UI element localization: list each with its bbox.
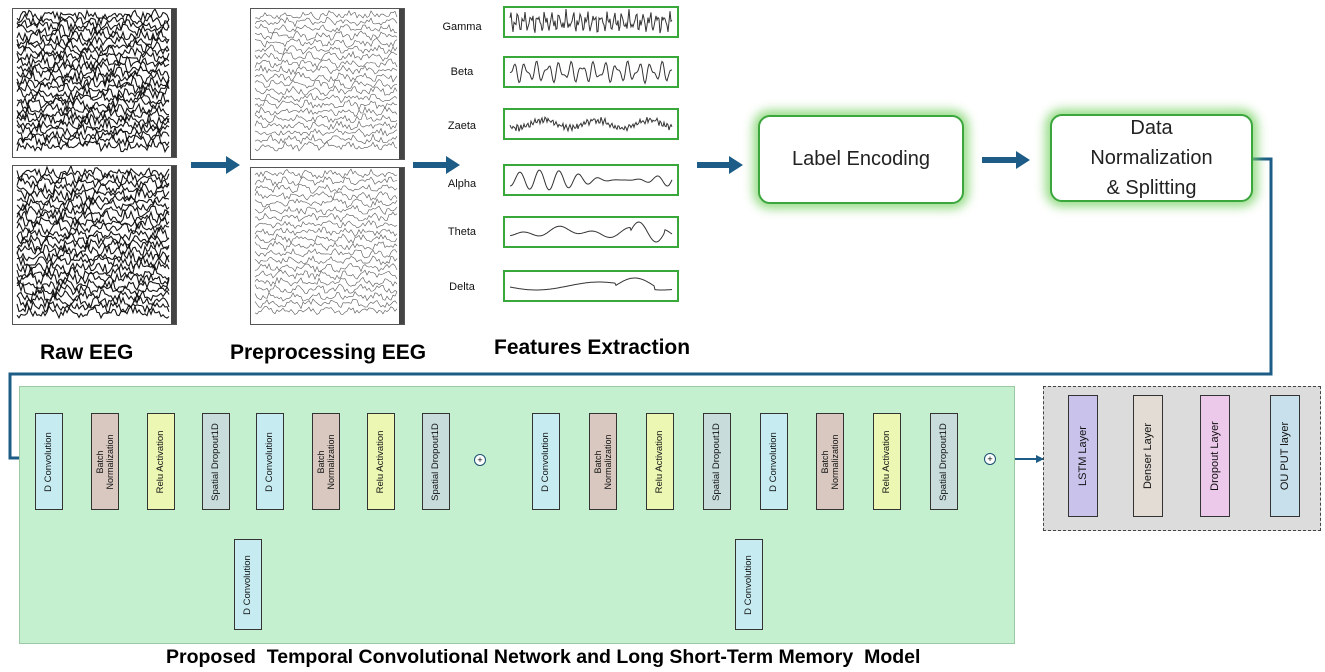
data-normalization-text-2: Normalization — [1090, 147, 1213, 169]
wave-zaeta — [503, 108, 679, 140]
tcn-panel — [19, 386, 1015, 644]
tcn1-residual-conv: D Convolution — [234, 539, 262, 630]
band-label-delta: Delta — [449, 281, 475, 293]
features-extraction-caption: Features Extraction — [494, 336, 691, 359]
lstm-layer-block: LSTM Layer — [1068, 395, 1098, 517]
wave-gamma — [503, 6, 679, 38]
tcn2-sum-node: + — [984, 453, 996, 465]
tcn1-sum-node: + — [474, 454, 486, 466]
data-normalization-text-1: Data — [1130, 117, 1173, 139]
label-encoding-text: Label Encoding — [792, 148, 930, 170]
tcn1-relu-1: Relu Activation — [147, 413, 175, 510]
tcn2-relu-2: Relu Activation — [873, 413, 901, 510]
band-label-zaeta: Zaeta — [447, 120, 477, 132]
wave-alpha — [503, 164, 679, 196]
band-label-beta: Beta — [450, 66, 474, 78]
arrow-raw-to-preproc — [191, 156, 240, 174]
preproc-eeg-bottom-panel — [250, 167, 405, 325]
label-encoding-box: Label Encoding — [758, 115, 964, 204]
tcn2-residual-conv: D Convolution — [735, 539, 763, 630]
tcn2-conv-1: D Convolution — [532, 413, 560, 510]
tcn1-relu-2: Relu Activation — [367, 413, 395, 510]
model-caption: Proposed Temporal Convolutional Network … — [166, 646, 921, 668]
data-normalization-box: Data Normalization & Splitting — [1050, 114, 1253, 202]
raw-eeg-caption: Raw EEG — [40, 341, 134, 364]
arrow-label-to-normalization — [982, 151, 1030, 169]
band-label-theta: Theta — [447, 226, 477, 238]
tcn1-dropout-2: Spatial Dropout1D — [422, 413, 450, 510]
denser-layer-block: Denser Layer — [1133, 395, 1163, 517]
tcn2-dropout-2: Spatial Dropout1D — [930, 413, 958, 510]
wave-theta — [503, 216, 679, 248]
tcn1-dropout-1: Spatial Dropout1D — [202, 413, 230, 510]
tcn1-conv-2: D Convolution — [256, 413, 284, 510]
wave-delta — [503, 270, 679, 302]
raw-eeg-bottom-panel — [12, 165, 177, 325]
wave-beta — [503, 56, 679, 88]
band-label-gamma: Gamma — [442, 21, 482, 33]
output-layer-block: OU PUT layer — [1270, 395, 1300, 517]
raw-eeg-top-panel — [12, 8, 177, 158]
preprocessing-eeg-caption: Preprocessing EEG — [230, 341, 427, 364]
tcn2-conv-2: D Convolution — [760, 413, 788, 510]
tcn2-dropout-1: Spatial Dropout1D — [703, 413, 731, 510]
dropout-layer-block: Dropout Layer — [1200, 395, 1230, 517]
band-label-alpha: Alpha — [447, 178, 477, 190]
data-normalization-text-3: & Splitting — [1106, 177, 1197, 199]
arrow-features-to-label — [697, 156, 743, 174]
arrow-preproc-to-features — [413, 156, 460, 174]
tcn1-conv-1: D Convolution — [35, 413, 63, 510]
connector-norm-to-tcn — [8, 157, 1273, 462]
tcn2-relu-1: Relu Activation — [646, 413, 674, 510]
preproc-eeg-top-panel — [250, 8, 405, 160]
